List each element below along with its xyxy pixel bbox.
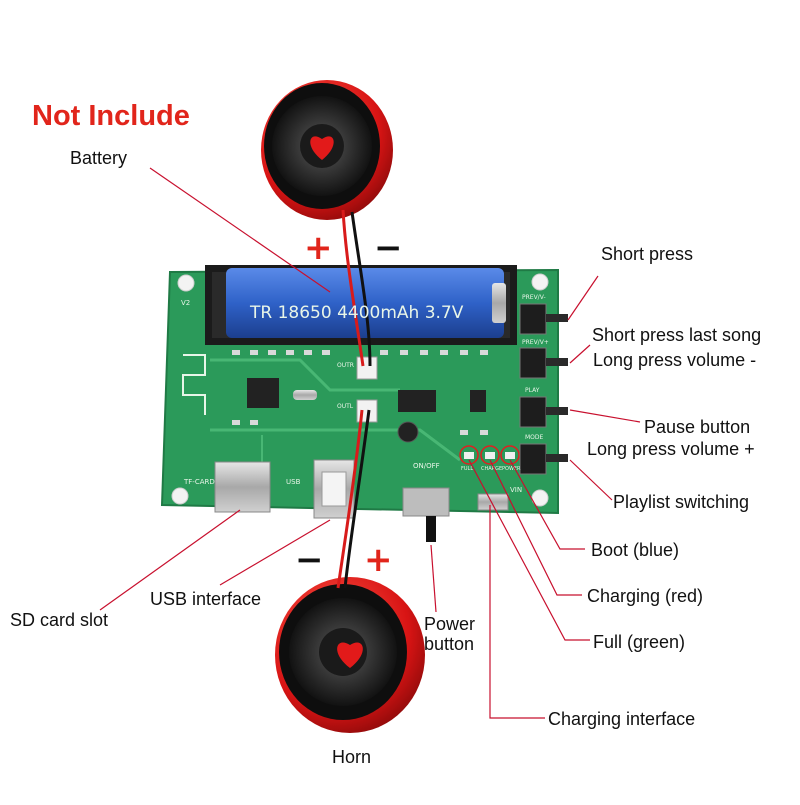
label-charging-red: Charging (red) <box>587 586 704 606</box>
board-out-l: OUTL <box>337 403 354 410</box>
label-short-press: Short press <box>601 244 694 264</box>
leader-lines <box>99 167 641 719</box>
label-power-button: Power button <box>424 614 476 654</box>
board-btn-play: PLAY <box>525 387 540 394</box>
label-battery: Battery <box>70 148 128 168</box>
board-btn-mode: MODE <box>525 434 544 441</box>
top-plus-sign: + <box>304 228 333 268</box>
power-switch <box>402 487 450 517</box>
board-tf-card: TF-CARD <box>183 478 215 486</box>
label-boot: Boot (blue) <box>591 540 680 560</box>
speaker-bottom <box>275 577 425 733</box>
board-print: TR 18650 4400mAh 3.7V V2 TF-CARD USB ON/… <box>181 294 549 494</box>
wires <box>336 209 372 589</box>
label-usb-interface: USB interface <box>150 589 262 609</box>
board-on-off: ON/OFF <box>413 462 440 470</box>
top-minus-sign: − <box>374 228 403 268</box>
board-led-charge: CHARGE <box>481 466 502 472</box>
speaker-top <box>261 80 393 220</box>
label-sd-card-slot: SD card slot <box>10 610 109 630</box>
charging-port <box>477 493 509 511</box>
bottom-minus-sign: − <box>295 540 324 580</box>
status-leds <box>459 445 520 465</box>
sd-card-slot <box>214 461 271 513</box>
battery-print: TR 18650 4400mAh 3.7V <box>249 303 464 323</box>
board-led-full: FULL <box>461 466 473 472</box>
label-long-press-volume-minus: Long press volume - <box>593 350 757 370</box>
label-full-green: Full (green) <box>593 632 686 652</box>
label-charging-interface: Charging interface <box>548 709 696 729</box>
board-btn-prev-plus: PREV/V+ <box>522 339 549 346</box>
board-usb: USB <box>286 478 301 486</box>
bottom-plus-sign: + <box>364 540 393 580</box>
board-vin: VIN <box>510 486 522 494</box>
label-playlist-switching: Playlist switching <box>613 492 750 512</box>
board-btn-prev-minus: PREV/V- <box>522 294 546 301</box>
not-include-warning: Not Include <box>32 100 190 132</box>
board-version: V2 <box>181 299 190 307</box>
side-buttons <box>519 303 568 475</box>
label-short-press-last-song: Short press last song <box>592 325 762 345</box>
board-out-r: OUTR <box>337 362 354 369</box>
label-pause-button: Pause button <box>644 417 751 437</box>
board-led-power: POWER <box>502 466 521 472</box>
label-horn: Horn <box>332 747 372 767</box>
label-long-press-volume-plus: Long press volume + <box>587 439 755 459</box>
